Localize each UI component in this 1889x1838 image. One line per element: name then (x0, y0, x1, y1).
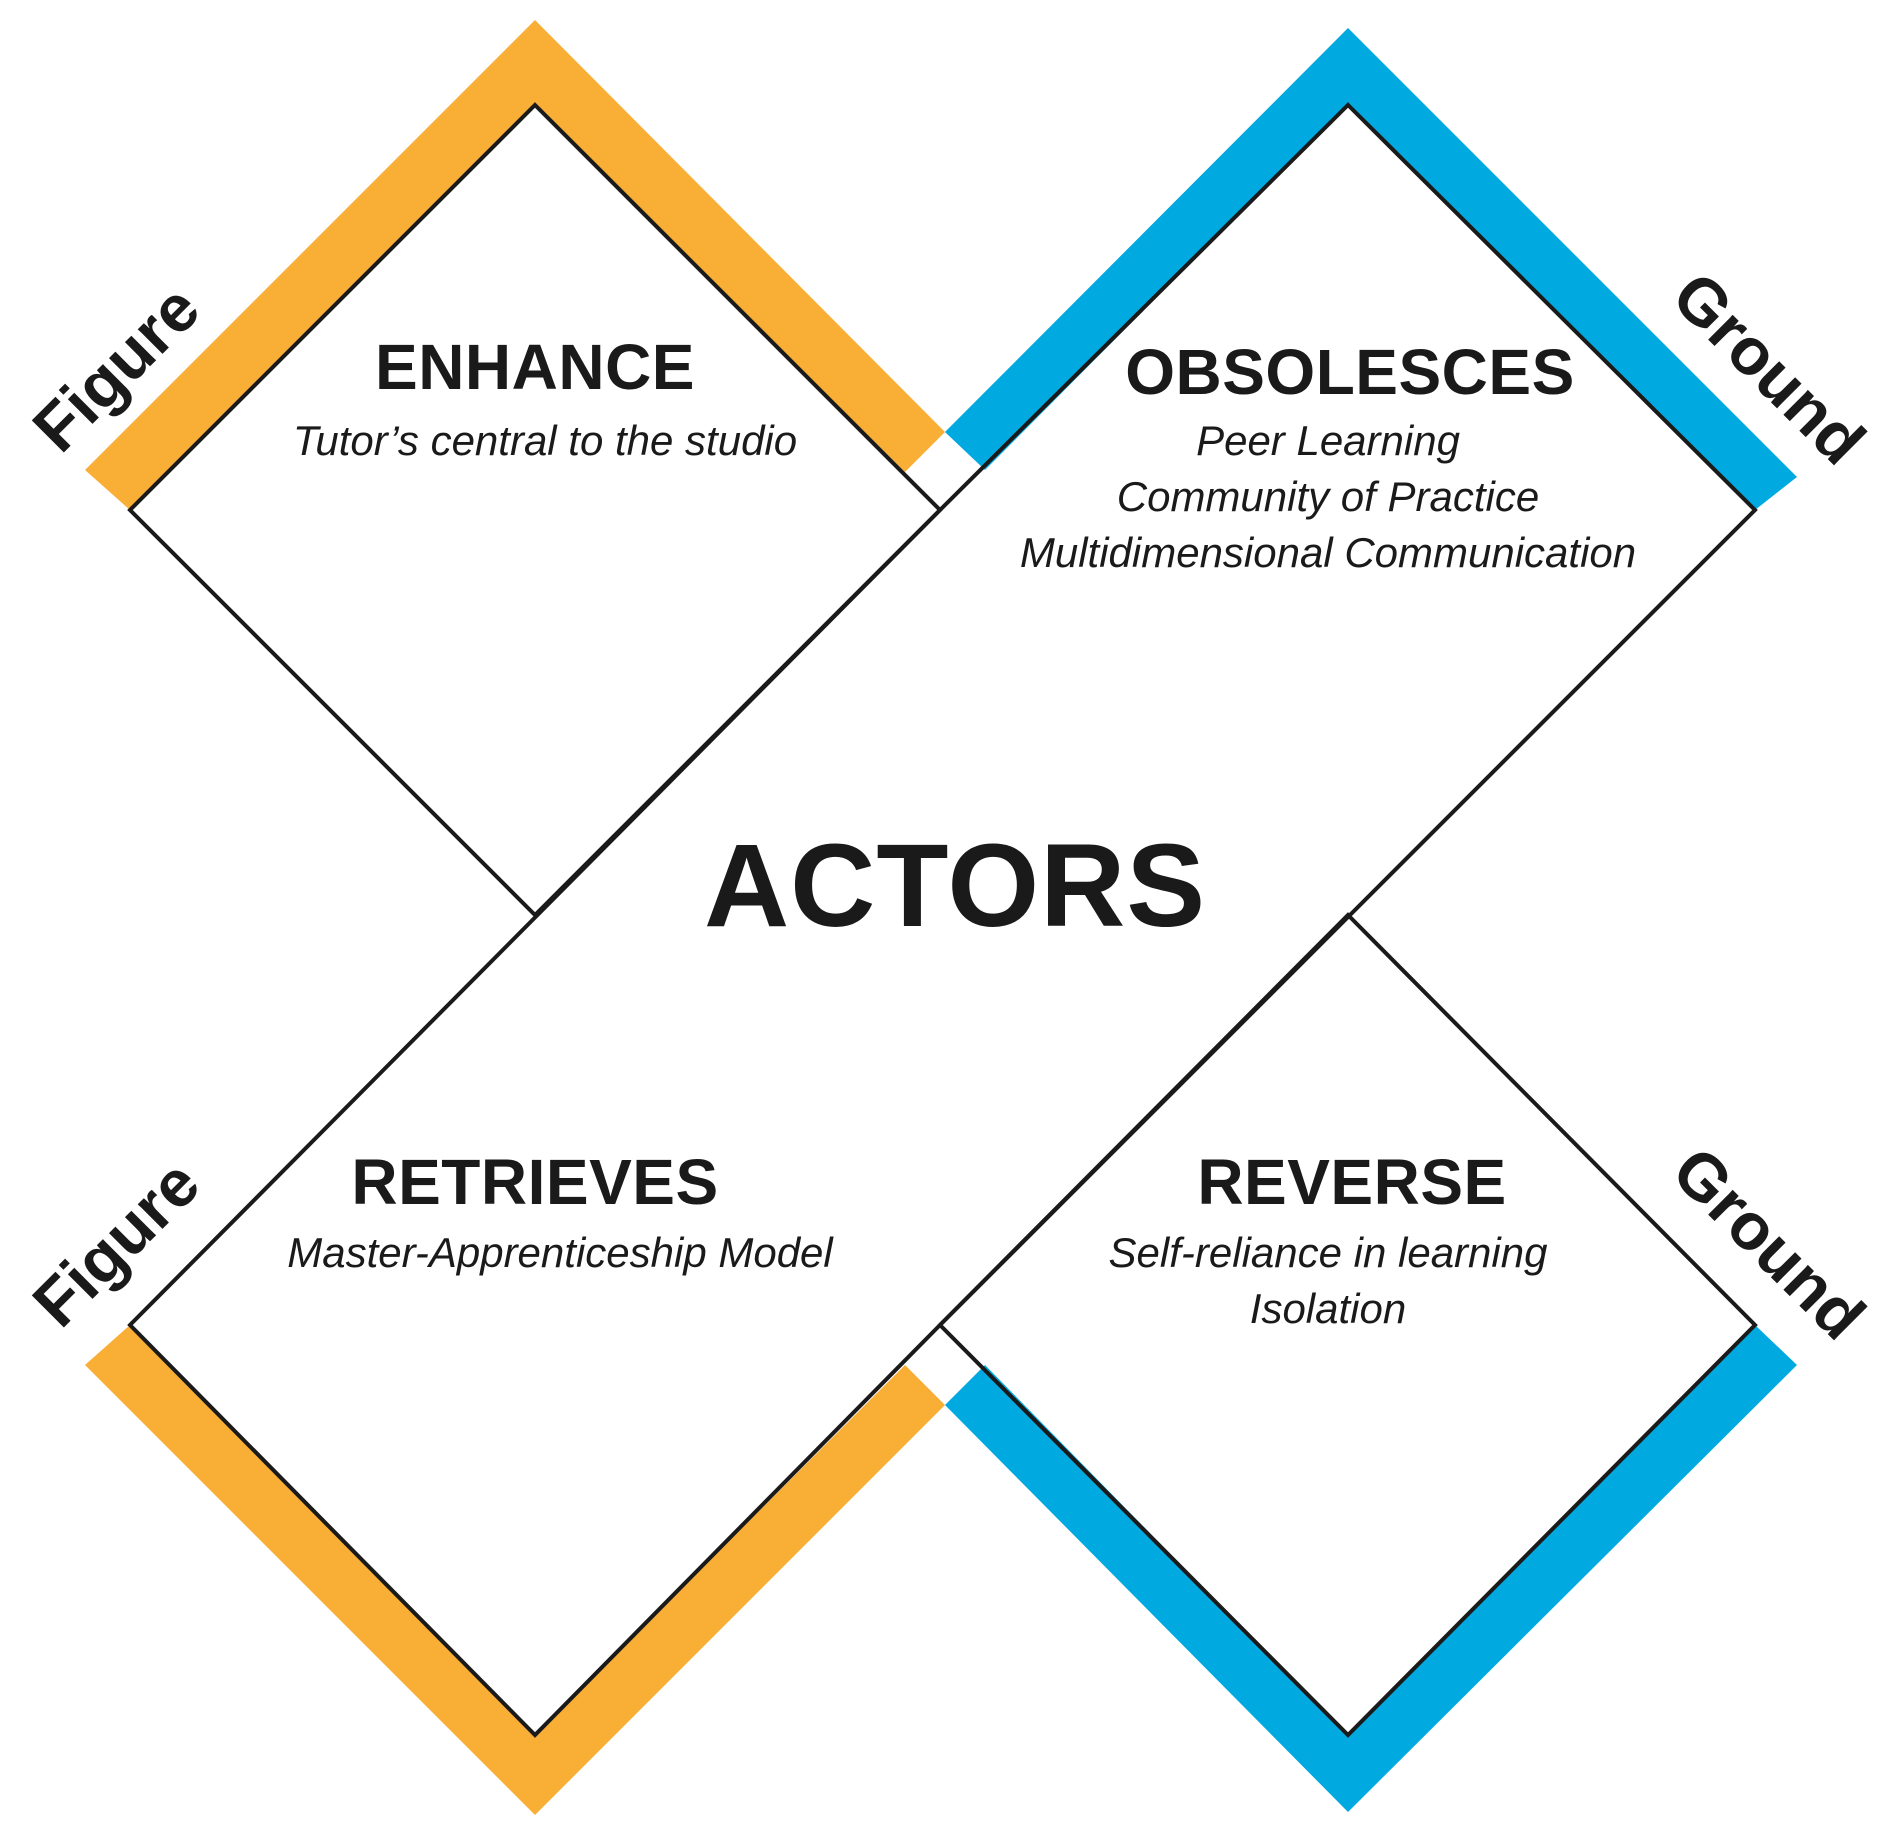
retrieves-title: RETRIEVES (351, 1146, 719, 1218)
retrieves-item: Master-Apprenticeship Model (287, 1229, 833, 1276)
obsolesces-item: Multidimensional Communication (1019, 529, 1637, 576)
obsolesces-items: Peer Learning Community of Practice Mult… (1020, 413, 1636, 581)
obsolesces-item: Peer Learning (1196, 417, 1460, 464)
enhance-diamond (127, 102, 943, 918)
obsolesces-ground-band (945, 28, 1797, 510)
obsolesces-item: Community of Practice (1116, 473, 1540, 520)
obsolesces-outline (127, 102, 1758, 1738)
diamond-outlines (127, 102, 1758, 1738)
enhance-items: Tutor’s central to the studio (293, 413, 797, 469)
obsolesces-title: OBSOLESCES (1125, 336, 1575, 408)
reverse-ground-band (945, 1325, 1797, 1812)
enhance-figure-band (85, 20, 945, 510)
reverse-items: Self-reliance in learning Isolation (1109, 1225, 1548, 1337)
enhance-title: ENHANCE (375, 331, 695, 403)
enhance-item: Tutor’s central to the studio (292, 417, 798, 464)
retrieves-items: Master-Apprenticeship Model (287, 1225, 833, 1281)
retrieves-figure-band (85, 1325, 945, 1815)
reverse-item: Isolation (1249, 1285, 1407, 1332)
reverse-title: REVERSE (1197, 1146, 1507, 1218)
center-title: ACTORS (703, 820, 1207, 952)
reverse-item: Self-reliance in learning (1108, 1229, 1548, 1276)
